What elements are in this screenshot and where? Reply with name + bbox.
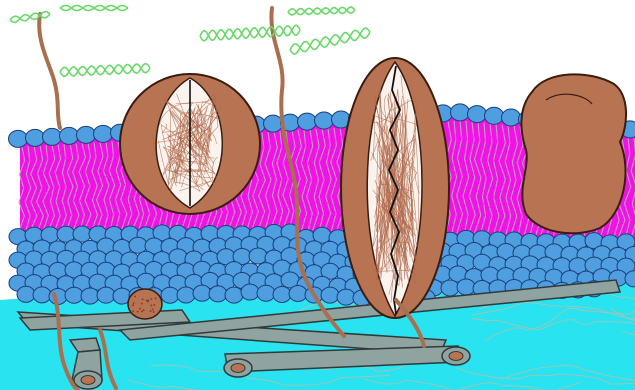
protein-dot [134, 296, 136, 298]
oval-channel-protein [341, 58, 449, 318]
round-channel-protein [120, 74, 260, 214]
lipid-head [33, 287, 51, 303]
protein-dot [150, 310, 152, 312]
lipid-head [315, 112, 334, 129]
small-inner-protein [128, 289, 162, 319]
lipid-head [264, 115, 283, 132]
protein-dot [141, 311, 143, 313]
lipid-head [60, 127, 79, 144]
lipid-head [17, 286, 35, 302]
lipid-head [257, 285, 275, 301]
protein-dot [143, 309, 145, 311]
lipid-head [441, 280, 459, 296]
protein-dot [153, 311, 155, 313]
filament-end-1-core [81, 376, 95, 385]
protein-dot [141, 303, 143, 305]
filament-end-3-core [449, 352, 463, 361]
protein-dot [133, 302, 135, 304]
lipid-head [502, 109, 521, 126]
protein-dot [137, 311, 139, 313]
small-protein-body [128, 289, 162, 319]
lipid-head [97, 287, 115, 303]
lipid-head [9, 130, 28, 147]
lipid-head [81, 288, 99, 304]
lipid-head [468, 106, 487, 123]
protein-dot [147, 301, 149, 303]
lipid-head [137, 273, 155, 289]
protein-dot [132, 310, 134, 312]
lipid-head [241, 284, 259, 300]
lipid-head [65, 287, 83, 303]
lipid-head [273, 286, 291, 302]
lipid-head [161, 287, 179, 303]
lipid-head [289, 285, 307, 301]
lipid-head [457, 279, 475, 295]
lipid-head [129, 237, 147, 253]
lipid-head [298, 113, 317, 130]
protein-dot [155, 298, 157, 300]
lipid-head [225, 287, 243, 303]
lipid-head [177, 287, 195, 303]
peripheral-protein [521, 74, 626, 233]
lipid-head [321, 287, 339, 303]
protein-dot [132, 304, 134, 306]
protein-dot [150, 305, 152, 307]
protein-dot [153, 304, 155, 306]
lipid-head [451, 104, 470, 121]
lipid-head [77, 126, 96, 143]
lipid-head [26, 129, 45, 146]
filament-end-2-core [231, 364, 245, 373]
lipid-head [209, 286, 227, 302]
lipid-head [193, 285, 211, 301]
lipid-head [337, 289, 355, 305]
lipid-head [249, 248, 267, 264]
protein-dot [150, 298, 152, 300]
lipid-head [43, 128, 62, 145]
protein-dot [139, 308, 141, 310]
protein-dot [142, 298, 144, 300]
lipid-head [485, 107, 504, 124]
peripheral-protein-body [521, 74, 626, 233]
lipid-head [94, 125, 113, 142]
protein-dot [152, 308, 154, 310]
